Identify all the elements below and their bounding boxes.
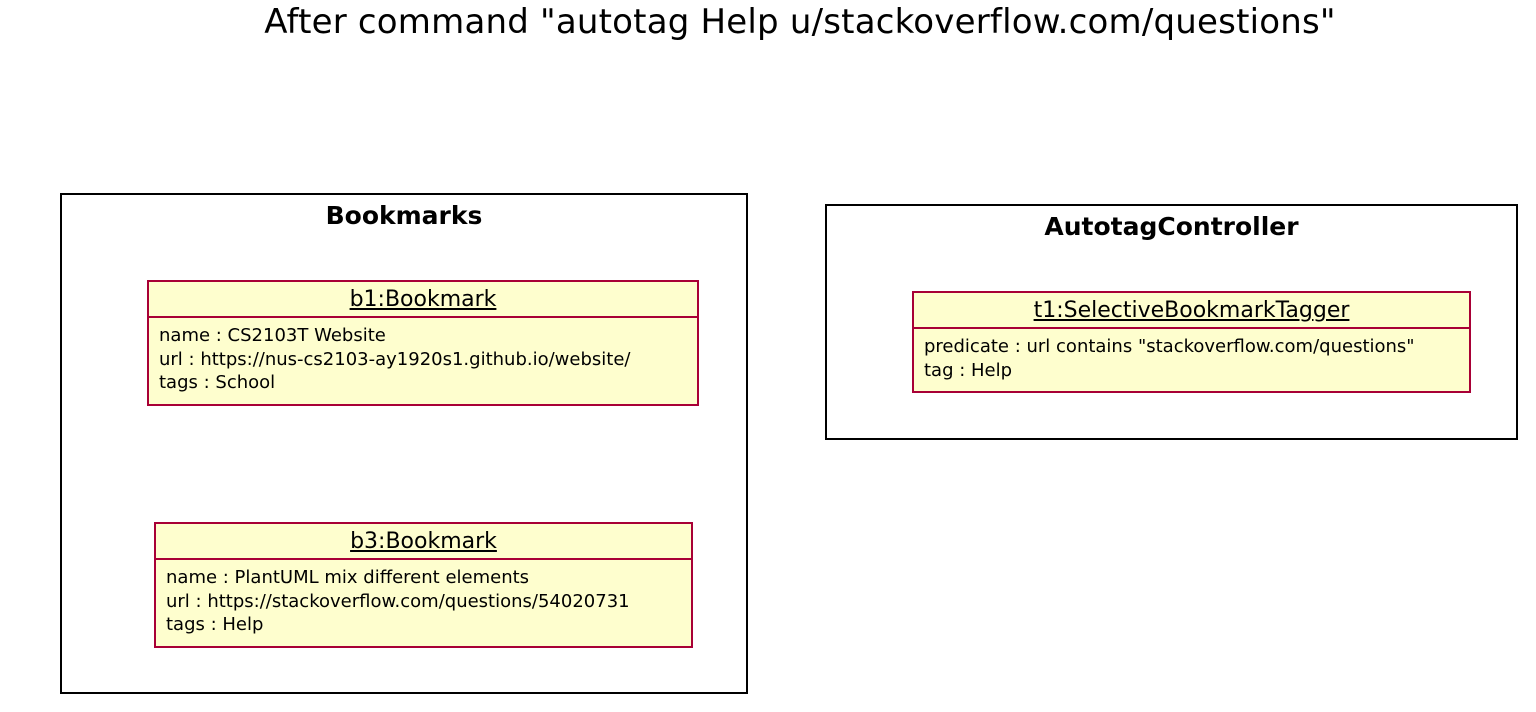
attribute-tags: tags : School: [159, 372, 276, 393]
attribute-tag: tag : Help: [924, 359, 1013, 381]
attribute-url: url : https://nus-cs2103-ay1920s1.github…: [159, 348, 631, 370]
object-t1-selective-bookmark-tagger: t1:SelectiveBookmarkTagger predicate : u…: [912, 291, 1471, 393]
object-name: b3:Bookmark: [156, 524, 691, 560]
object-b1-bookmark: b1:Bookmark name : CS2103T Website url :…: [147, 280, 699, 406]
object-name: t1:SelectiveBookmarkTagger: [914, 293, 1469, 329]
attribute-tags: tags : Help: [166, 614, 264, 635]
attribute-name: name : PlantUML mix different elements: [166, 567, 530, 588]
object-attributes: predicate : url contains "stackoverflow.…: [914, 329, 1469, 382]
attribute-url: url : https://stackoverflow.com/question…: [166, 590, 630, 612]
object-name: b1:Bookmark: [149, 282, 697, 318]
object-attributes: name : PlantUML mix different elements u…: [156, 560, 691, 637]
diagram-title: After command "autotag Help u/stackoverf…: [264, 2, 1336, 42]
package-title: AutotagController: [1044, 212, 1299, 241]
attribute-predicate: predicate : url contains "stackoverflow.…: [924, 336, 1415, 357]
package-bookmarks: Bookmarks b1:Bookmark name : CS2103T Web…: [60, 193, 748, 694]
attribute-name: name : CS2103T Website: [159, 325, 386, 346]
package-autotag-controller: AutotagController t1:SelectiveBookmarkTa…: [825, 204, 1518, 440]
object-b3-bookmark: b3:Bookmark name : PlantUML mix differen…: [154, 522, 693, 648]
object-attributes: name : CS2103T Website url : https://nus…: [149, 318, 697, 395]
package-title: Bookmarks: [325, 201, 483, 230]
